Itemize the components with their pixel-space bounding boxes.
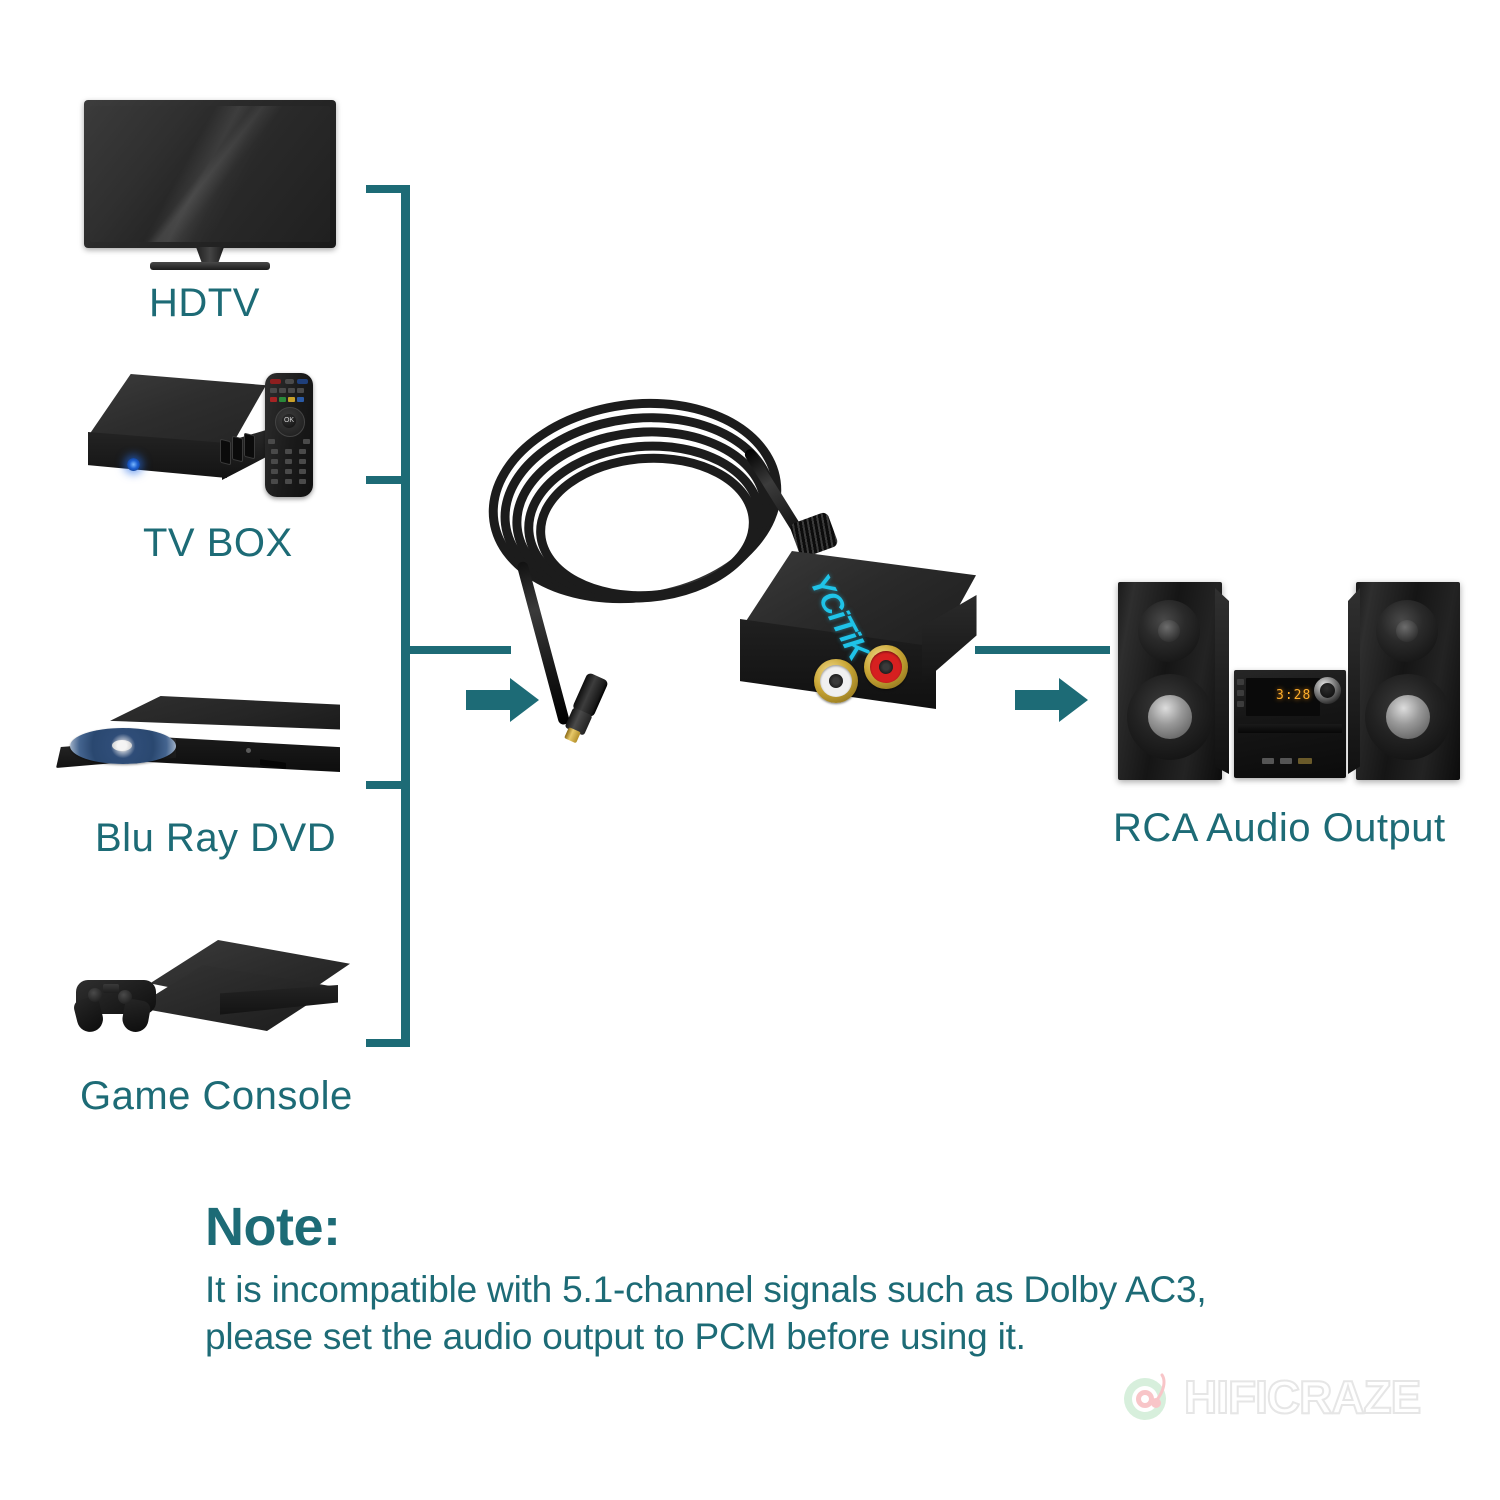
- bracket-stub-hdtv: [366, 185, 410, 193]
- device-blu-ray-dvd: [50, 690, 350, 800]
- remote-color-red: [270, 397, 277, 402]
- remote-keypad-7: [271, 469, 278, 474]
- remote-color-yellow: [288, 397, 295, 402]
- device-remote-control: OK: [265, 373, 313, 497]
- vinyl-record-icon: [1124, 1373, 1166, 1420]
- bluray-disc-hub: [112, 740, 132, 751]
- amplifier-button-2[interactable]: [1237, 690, 1244, 696]
- rca-right-pin-hole: [879, 660, 893, 674]
- amplifier-display-panel: [1246, 678, 1320, 716]
- remote-row2-button-1: [270, 388, 277, 393]
- remote-color-green: [279, 397, 286, 402]
- controller-stick-left: [88, 988, 102, 1002]
- speaker-right-tweeter-dome: [1396, 620, 1418, 642]
- remote-row2-button-4: [297, 388, 304, 393]
- amplifier-indicator-3: [1298, 758, 1312, 764]
- label-rca-audio-output: RCA Audio Output: [1113, 806, 1446, 850]
- remote-keypad-star: [271, 479, 278, 484]
- rca-left-pin-hole: [829, 674, 843, 688]
- bracket-stub-tvbox: [366, 476, 410, 484]
- remote-keypad-2: [285, 449, 292, 454]
- hdtv-stand-base: [150, 262, 270, 270]
- device-hdtv: [84, 100, 352, 270]
- amplifier-volume-knob-center: [1320, 683, 1335, 698]
- bracket-stub-bluray: [366, 781, 410, 789]
- bracket-stub-converter-to-output: [975, 646, 1110, 654]
- arrow-right-icon: [1015, 678, 1088, 722]
- remote-keypad-5: [285, 459, 292, 464]
- note-line-2: please set the audio output to PCM befor…: [205, 1316, 1026, 1358]
- arrow-converter-to-output: [1015, 676, 1089, 724]
- bracket-stub-gameconsole: [366, 1039, 410, 1047]
- remote-keypad-8: [285, 469, 292, 474]
- device-game-console: [60, 930, 360, 1060]
- remote-keypad-1: [271, 449, 278, 454]
- speaker-right-woofer-cone: [1386, 695, 1430, 739]
- label-game-console: Game Console: [80, 1074, 353, 1118]
- amplifier-button-3[interactable]: [1237, 701, 1244, 707]
- remote-side-button-left: [268, 439, 275, 444]
- device-stereo-system: 3:28: [1110, 578, 1466, 788]
- remote-ok-button: OK: [282, 414, 296, 428]
- watermark-text: HIFICRAZE: [1183, 1370, 1422, 1424]
- remote-row2-button-2: [279, 388, 286, 393]
- amplifier-indicator-1: [1262, 758, 1274, 764]
- note-heading: Note:: [205, 1197, 341, 1257]
- amplifier-indicator-2: [1280, 758, 1292, 764]
- speaker-left-tweeter-dome: [1158, 620, 1180, 642]
- speaker-right-side-panel: [1348, 588, 1360, 774]
- remote-keypad-9: [299, 469, 306, 474]
- arrow-right-icon: [466, 678, 539, 722]
- hdtv-screen-glare: [90, 106, 330, 242]
- device-tv-box: [72, 370, 272, 500]
- remote-keypad-4: [271, 459, 278, 464]
- arrow-sources-to-converter: [466, 676, 540, 724]
- amplifier-time-readout: 3:28: [1276, 688, 1312, 703]
- remote-top-button-3: [297, 379, 308, 384]
- bluray-front-led: [246, 748, 251, 753]
- label-tv-box: TV BOX: [143, 521, 293, 565]
- label-blu-ray-dvd: Blu Ray DVD: [95, 816, 337, 860]
- hdtv-screen: [90, 106, 330, 242]
- controller-touchpad: [103, 984, 119, 993]
- note-line-1: It is incompatible with 5.1-channel sign…: [205, 1269, 1207, 1310]
- speaker-left-woofer-cone: [1148, 695, 1192, 739]
- device-optical-to-rca-converter: YCiTiK: [736, 511, 996, 745]
- bracket-stub-to-arrow: [401, 646, 511, 654]
- rca-jack-left-white: [814, 659, 858, 703]
- hdtv-stand-neck: [196, 247, 224, 264]
- controller-stick-right: [118, 990, 132, 1004]
- tvbox-usb-port-1: [220, 438, 231, 466]
- remote-keypad-hash: [299, 479, 306, 484]
- watermark: HIFICRAZE: [1122, 1370, 1422, 1424]
- remote-top-button-2: [285, 379, 294, 384]
- remote-keypad-0: [285, 479, 292, 484]
- rca-jack-right-red: [864, 645, 908, 689]
- note-block: Note: It is incompatible with 5.1-channe…: [205, 1196, 1405, 1361]
- tvbox-power-led: [127, 458, 140, 471]
- remote-keypad-6: [299, 459, 306, 464]
- amplifier-button-1[interactable]: [1237, 679, 1244, 685]
- remote-side-button-right: [303, 439, 310, 444]
- amplifier-disc-slot: [1238, 724, 1342, 733]
- remote-power-button: [270, 379, 281, 384]
- bracket-vertical-spine: [401, 185, 410, 1047]
- tvbox-usb-port-3: [244, 432, 255, 460]
- remote-row2-button-3: [288, 388, 295, 393]
- label-hdtv: HDTV: [149, 281, 260, 325]
- speaker-left-side-panel: [1215, 588, 1229, 774]
- tvbox-usb-port-2: [232, 435, 243, 463]
- remote-color-blue: [297, 397, 304, 402]
- remote-keypad-3: [299, 449, 306, 454]
